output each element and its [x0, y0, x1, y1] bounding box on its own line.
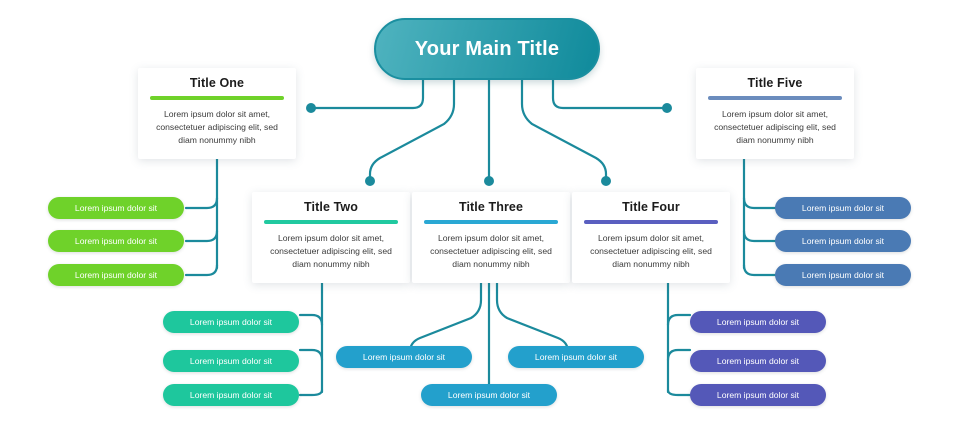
pill-two-3[interactable]: Lorem ipsum dolor sit	[163, 384, 299, 406]
card-title-five-accent-rule	[708, 96, 842, 100]
branch-one-2	[184, 229, 219, 243]
branch-five-1	[742, 196, 777, 210]
card-title-five[interactable]: Title Five Lorem ipsum dolor sit amet, c…	[696, 68, 854, 159]
pill-four-1[interactable]: Lorem ipsum dolor sit	[690, 311, 826, 333]
dot-title-five	[662, 103, 672, 113]
dot-title-two	[365, 176, 375, 186]
card-title-two-heading: Title Two	[304, 200, 358, 214]
branch-three-left	[408, 270, 483, 359]
card-title-one-body: Lorem ipsum dolor sit amet, consectetuer…	[156, 109, 278, 145]
card-title-two-body: Lorem ipsum dolor sit amet, consectetuer…	[270, 233, 392, 269]
branch-two-1	[298, 313, 324, 327]
pill-five-1[interactable]: Lorem ipsum dolor sit	[775, 197, 911, 219]
branch-five-3	[742, 263, 777, 277]
card-title-four-body: Lorem ipsum dolor sit amet, consectetuer…	[590, 233, 712, 269]
dot-title-four	[601, 176, 611, 186]
pill-three-3[interactable]: Lorem ipsum dolor sit	[421, 384, 557, 406]
card-title-one-accent-rule	[150, 96, 284, 100]
card-title-five-heading: Title Five	[747, 76, 803, 90]
dot-title-one	[306, 103, 316, 113]
card-title-two-accent-rule	[264, 220, 398, 224]
branch-four-3	[666, 388, 692, 397]
card-title-three-accent-rule	[424, 220, 558, 224]
pill-two-1[interactable]: Lorem ipsum dolor sit	[163, 311, 299, 333]
branch-three-right	[495, 270, 570, 359]
main-title-node[interactable]: Your Main Title	[374, 18, 600, 80]
pill-five-2[interactable]: Lorem ipsum dolor sit	[775, 230, 911, 252]
branch-one-3	[184, 263, 219, 277]
card-title-three-heading: Title Three	[458, 200, 524, 214]
card-title-one-heading: Title One	[189, 76, 245, 90]
main-title-label: Your Main Title	[414, 37, 560, 60]
pill-two-2[interactable]: Lorem ipsum dolor sit	[163, 350, 299, 372]
trunk-to-title-two	[368, 78, 456, 182]
trunk-to-title-four	[520, 78, 608, 182]
card-title-four[interactable]: Title Four Lorem ipsum dolor sit amet, c…	[572, 192, 730, 283]
connector-dots	[306, 103, 672, 186]
trunk-to-title-one	[310, 78, 425, 110]
pill-three-1[interactable]: Lorem ipsum dolor sit	[336, 346, 472, 368]
card-title-three-body: Lorem ipsum dolor sit amet, consectetuer…	[430, 233, 552, 269]
card-title-one[interactable]: Title One Lorem ipsum dolor sit amet, co…	[138, 68, 296, 159]
pill-one-1[interactable]: Lorem ipsum dolor sit	[48, 197, 184, 219]
branch-four-2	[666, 348, 692, 362]
pill-three-2[interactable]: Lorem ipsum dolor sit	[508, 346, 644, 368]
card-title-two[interactable]: Title Two Lorem ipsum dolor sit amet, co…	[252, 192, 410, 283]
card-title-five-body: Lorem ipsum dolor sit amet, consectetuer…	[714, 109, 836, 145]
card-title-four-accent-rule	[584, 220, 718, 224]
pill-one-3[interactable]: Lorem ipsum dolor sit	[48, 264, 184, 286]
branch-two-3	[298, 388, 324, 397]
pill-five-3[interactable]: Lorem ipsum dolor sit	[775, 264, 911, 286]
branch-one-1	[184, 196, 219, 210]
card-title-three[interactable]: Title Three Lorem ipsum dolor sit amet, …	[412, 192, 570, 283]
pill-one-2[interactable]: Lorem ipsum dolor sit	[48, 230, 184, 252]
branch-five-2	[742, 229, 777, 243]
trunk-to-title-five	[551, 78, 668, 110]
branch-four-1	[666, 313, 692, 327]
branch-two-2	[298, 348, 324, 362]
card-title-four-heading: Title Four	[622, 200, 680, 214]
pill-four-2[interactable]: Lorem ipsum dolor sit	[690, 350, 826, 372]
dot-title-three	[484, 176, 494, 186]
pill-four-3[interactable]: Lorem ipsum dolor sit	[690, 384, 826, 406]
